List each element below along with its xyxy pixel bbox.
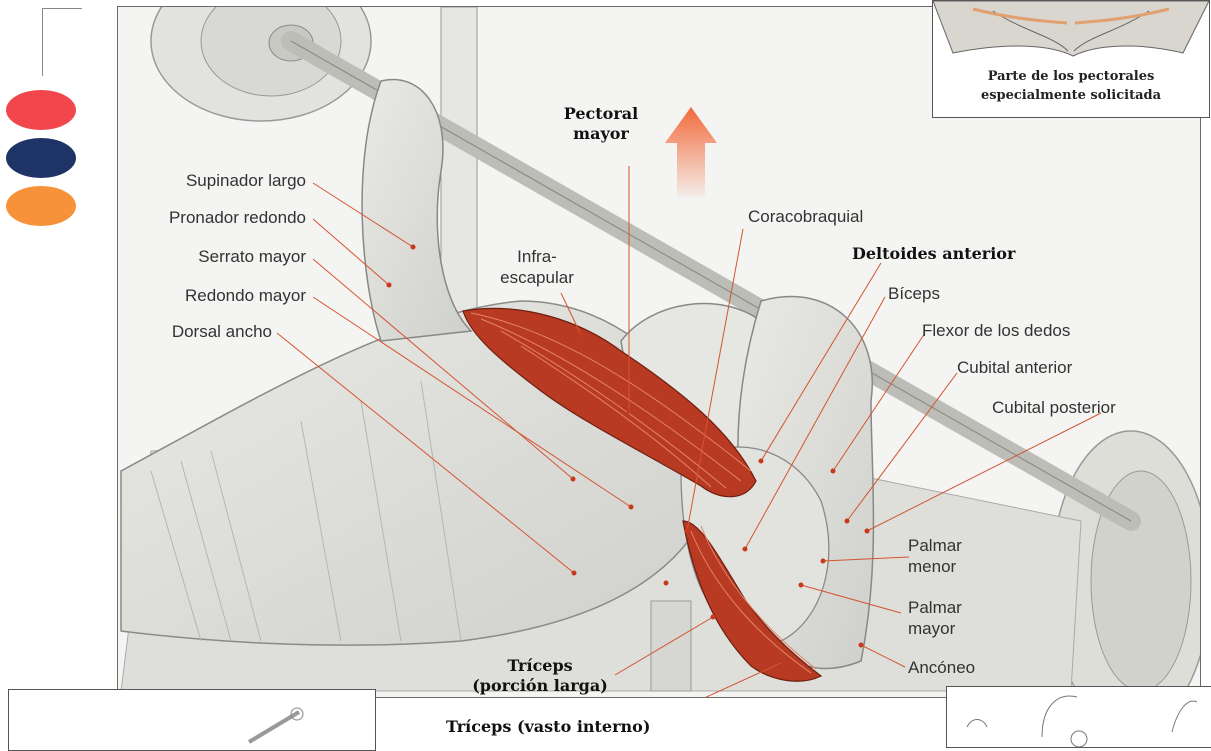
inset-bottom-left xyxy=(8,689,376,751)
label-cubital-anterior: Cubital anterior xyxy=(957,357,1072,378)
label-dorsal-ancho: Dorsal ancho xyxy=(120,321,272,342)
label-triceps-larga-line1: Tríceps xyxy=(470,656,610,676)
barbell-thumbnail xyxy=(9,690,375,750)
label-infraescapular: Infra- escapular xyxy=(492,246,582,288)
label-palmar-mayor: Palmar mayor xyxy=(908,597,962,639)
inset-caption: Parte de los pectorales especialmente so… xyxy=(933,67,1209,105)
label-pectoral-mayor-line2: mayor xyxy=(556,124,646,144)
exercise-thumbnail xyxy=(947,687,1211,747)
inset-caption-line2: especialmente solicitada xyxy=(933,86,1209,105)
inset-pectoral-detail: Parte de los pectorales especialmente so… xyxy=(932,0,1210,118)
label-infraescapular-line2: escapular xyxy=(492,267,582,288)
color-dot-navy xyxy=(6,138,76,178)
label-triceps-vasto: Tríceps (vasto interno) xyxy=(446,716,650,737)
label-redondo-mayor: Redondo mayor xyxy=(140,285,306,306)
label-supinador-largo: Supinador largo xyxy=(140,170,306,191)
label-anconeo: Ancóneo xyxy=(908,657,975,678)
color-dot-orange xyxy=(6,186,76,226)
label-palmar-menor: Palmar menor xyxy=(908,535,962,577)
tab-line-horizontal xyxy=(42,8,82,9)
label-pectoral-mayor: Pectoral mayor xyxy=(556,104,646,144)
bench-upright-left xyxy=(441,7,477,327)
pectoral-detail-illustration xyxy=(933,1,1209,61)
label-flexor-dedos: Flexor de los dedos xyxy=(922,320,1070,341)
direction-arrow xyxy=(665,107,717,197)
label-deltoides-anterior: Deltoides anterior xyxy=(852,243,1015,264)
label-palmar-menor-line1: Palmar xyxy=(908,535,962,556)
label-infraescapular-line1: Infra- xyxy=(492,246,582,267)
label-palmar-mayor-line2: mayor xyxy=(908,618,962,639)
label-biceps: Bíceps xyxy=(888,283,940,304)
tab-line-vertical xyxy=(42,8,43,76)
color-dot-red xyxy=(6,90,76,130)
label-palmar-mayor-line1: Palmar xyxy=(908,597,962,618)
label-coracobraquial: Coracobraquial xyxy=(748,206,863,227)
inset-caption-line1: Parte de los pectorales xyxy=(933,67,1209,86)
bench-leg xyxy=(651,601,691,691)
label-triceps-larga-line2: (porción larga) xyxy=(470,676,610,696)
label-pronador-redondo: Pronador redondo xyxy=(120,207,306,228)
inset-bottom-right xyxy=(946,686,1211,748)
label-cubital-posterior: Cubital posterior xyxy=(992,397,1116,418)
label-serrato-mayor: Serrato mayor xyxy=(140,246,306,267)
label-triceps-larga: Tríceps (porción larga) xyxy=(470,656,610,696)
label-pectoral-mayor-line1: Pectoral xyxy=(556,104,646,124)
label-palmar-menor-line2: menor xyxy=(908,556,962,577)
